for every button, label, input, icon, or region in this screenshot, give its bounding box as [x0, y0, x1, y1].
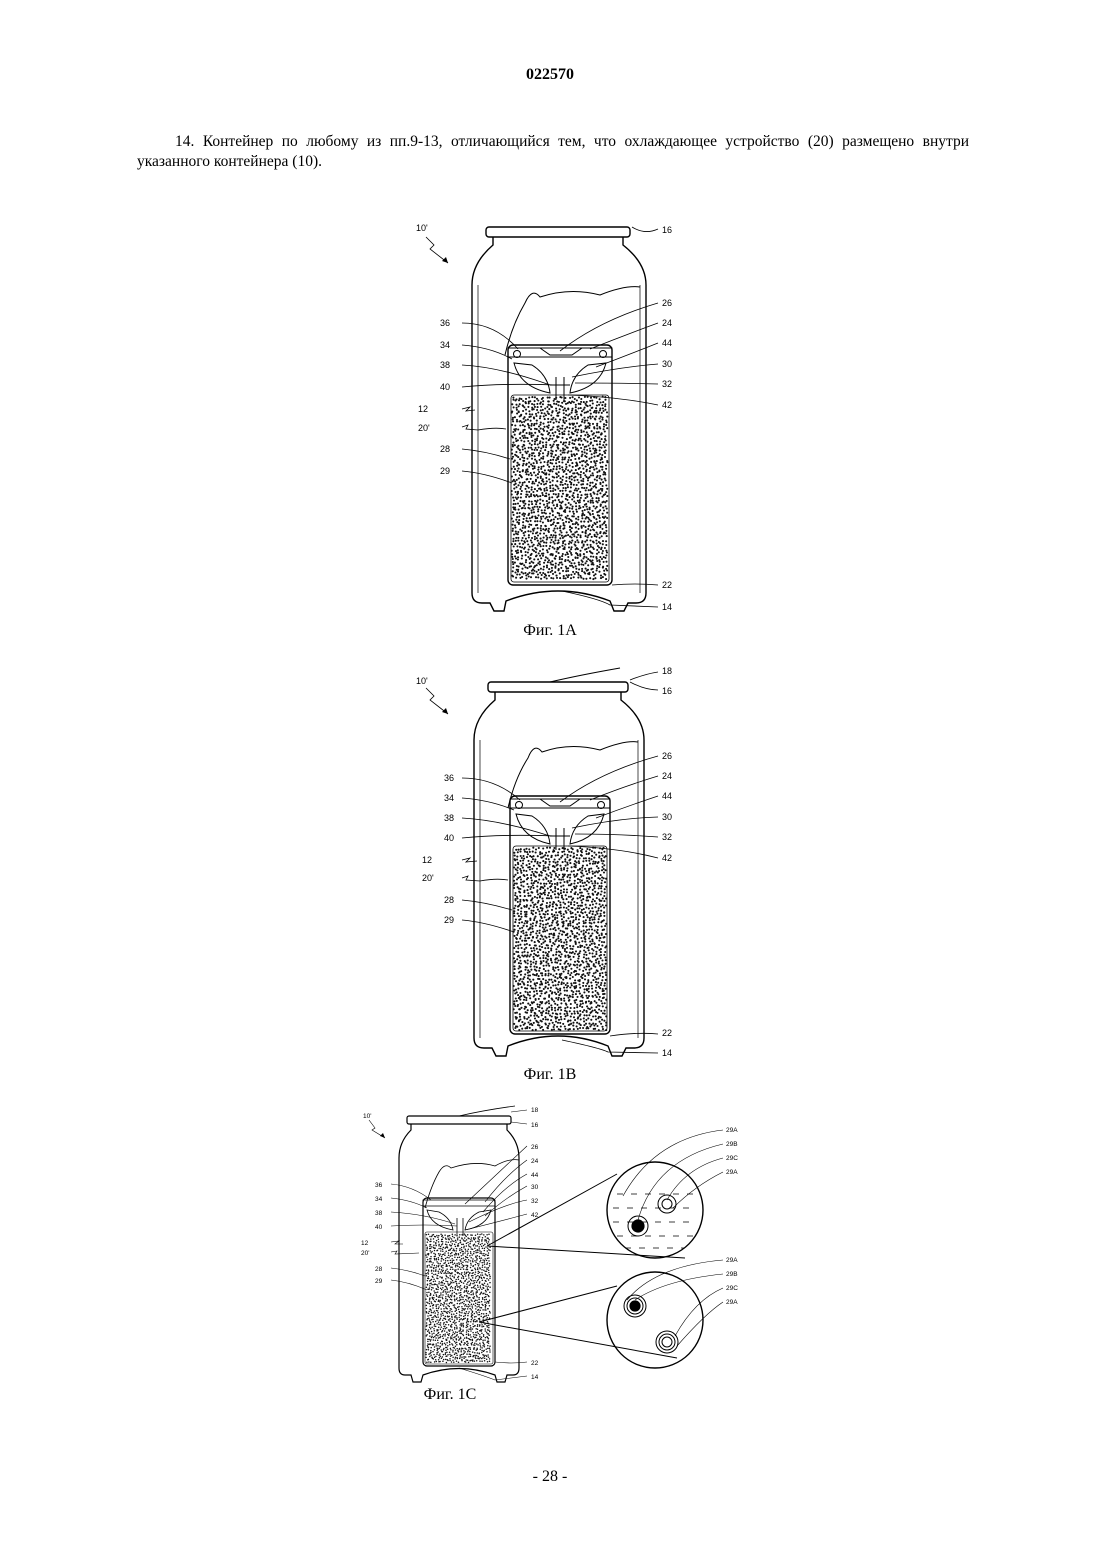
page-number: - 28 -: [0, 1468, 1100, 1486]
figure-1c-caption: Фиг. 1С: [350, 1386, 550, 1404]
label-30: 30: [531, 1184, 539, 1191]
figure-1b-caption: Фиг. 1В: [450, 1066, 650, 1084]
granular-fill-1b: [513, 847, 608, 1032]
claim-14-text: 14. Контейнер по любому из пп.9-13, отли…: [137, 132, 969, 172]
label-42: 42: [662, 853, 672, 863]
figure-1a-caption: Фиг. 1А: [450, 622, 650, 640]
label-29b: 29B: [726, 1141, 738, 1148]
label-22: 22: [662, 580, 672, 590]
label-28: 28: [440, 444, 450, 454]
label-12: 12: [418, 404, 428, 414]
label-18: 18: [662, 666, 672, 676]
label-32: 32: [531, 1198, 539, 1205]
label-26: 26: [531, 1144, 539, 1151]
label-ref: 10': [363, 1113, 371, 1120]
label-26: 26: [662, 751, 672, 761]
label-44: 44: [531, 1172, 539, 1179]
label-24: 24: [662, 318, 672, 328]
label-24: 24: [531, 1158, 539, 1165]
label-40: 40: [375, 1224, 383, 1231]
label-28: 28: [444, 895, 454, 905]
label-38: 38: [440, 360, 450, 370]
label-20: 20': [418, 423, 430, 433]
label-ref: 10': [416, 676, 428, 686]
label-30: 30: [662, 812, 672, 822]
label-40: 40: [444, 833, 454, 843]
label-22: 22: [662, 1028, 672, 1038]
label-29a: 29A: [726, 1127, 738, 1134]
document-number: 022570: [0, 66, 1100, 84]
label-20: 20': [422, 873, 434, 883]
label-26: 26: [662, 298, 672, 308]
label-29c: 29C: [726, 1155, 738, 1162]
label-40: 40: [440, 382, 450, 392]
label-29: 29: [440, 466, 450, 476]
label-16: 16: [662, 686, 672, 696]
label-29: 29: [444, 915, 454, 925]
label-29a: 29A: [726, 1257, 738, 1264]
label-29: 29: [375, 1278, 383, 1285]
label-16: 16: [531, 1122, 539, 1129]
label-32: 32: [662, 379, 672, 389]
label-29b: 29B: [726, 1271, 738, 1278]
label-36: 36: [440, 318, 450, 328]
label-44: 44: [662, 338, 672, 348]
label-14: 14: [662, 602, 672, 612]
label-29c: 29C: [726, 1285, 738, 1292]
label-14: 14: [531, 1374, 539, 1381]
label-22: 22: [531, 1360, 539, 1367]
label-38: 38: [375, 1210, 383, 1217]
label-12: 12: [422, 855, 432, 865]
label-16: 16: [662, 225, 672, 235]
label-18: 18: [531, 1107, 539, 1114]
label-32: 32: [662, 832, 672, 842]
figure-1c-drawing: 10' 18 16 26 24 44 36 30 34 32 38 42 40 …: [355, 1100, 755, 1390]
label-36: 36: [375, 1182, 383, 1189]
label-44: 44: [662, 791, 672, 801]
label-29a: 29A: [726, 1299, 738, 1306]
label-42: 42: [662, 400, 672, 410]
figure-1b-drawing: 10' 18 16 26 24 36 34 44 38 30 40 32 42 …: [400, 660, 700, 1065]
label-20: 20': [361, 1250, 369, 1257]
label-34: 34: [444, 793, 454, 803]
label-34: 34: [440, 340, 450, 350]
label-36: 36: [444, 773, 454, 783]
label-29a: 29A: [726, 1169, 738, 1176]
label-28: 28: [375, 1266, 383, 1273]
figure-1a-drawing: 10' 16 26 24 36 34 44 38 30 40 32 42 12 …: [400, 215, 700, 620]
granular-fill-1c: [425, 1233, 491, 1363]
granular-fill-1a: [511, 396, 609, 581]
label-34: 34: [375, 1196, 383, 1203]
label-42: 42: [531, 1212, 539, 1219]
label-14: 14: [662, 1048, 672, 1058]
label-ref: 10': [416, 223, 428, 233]
label-12: 12: [361, 1240, 369, 1247]
label-30: 30: [662, 359, 672, 369]
label-38: 38: [444, 813, 454, 823]
label-24: 24: [662, 771, 672, 781]
